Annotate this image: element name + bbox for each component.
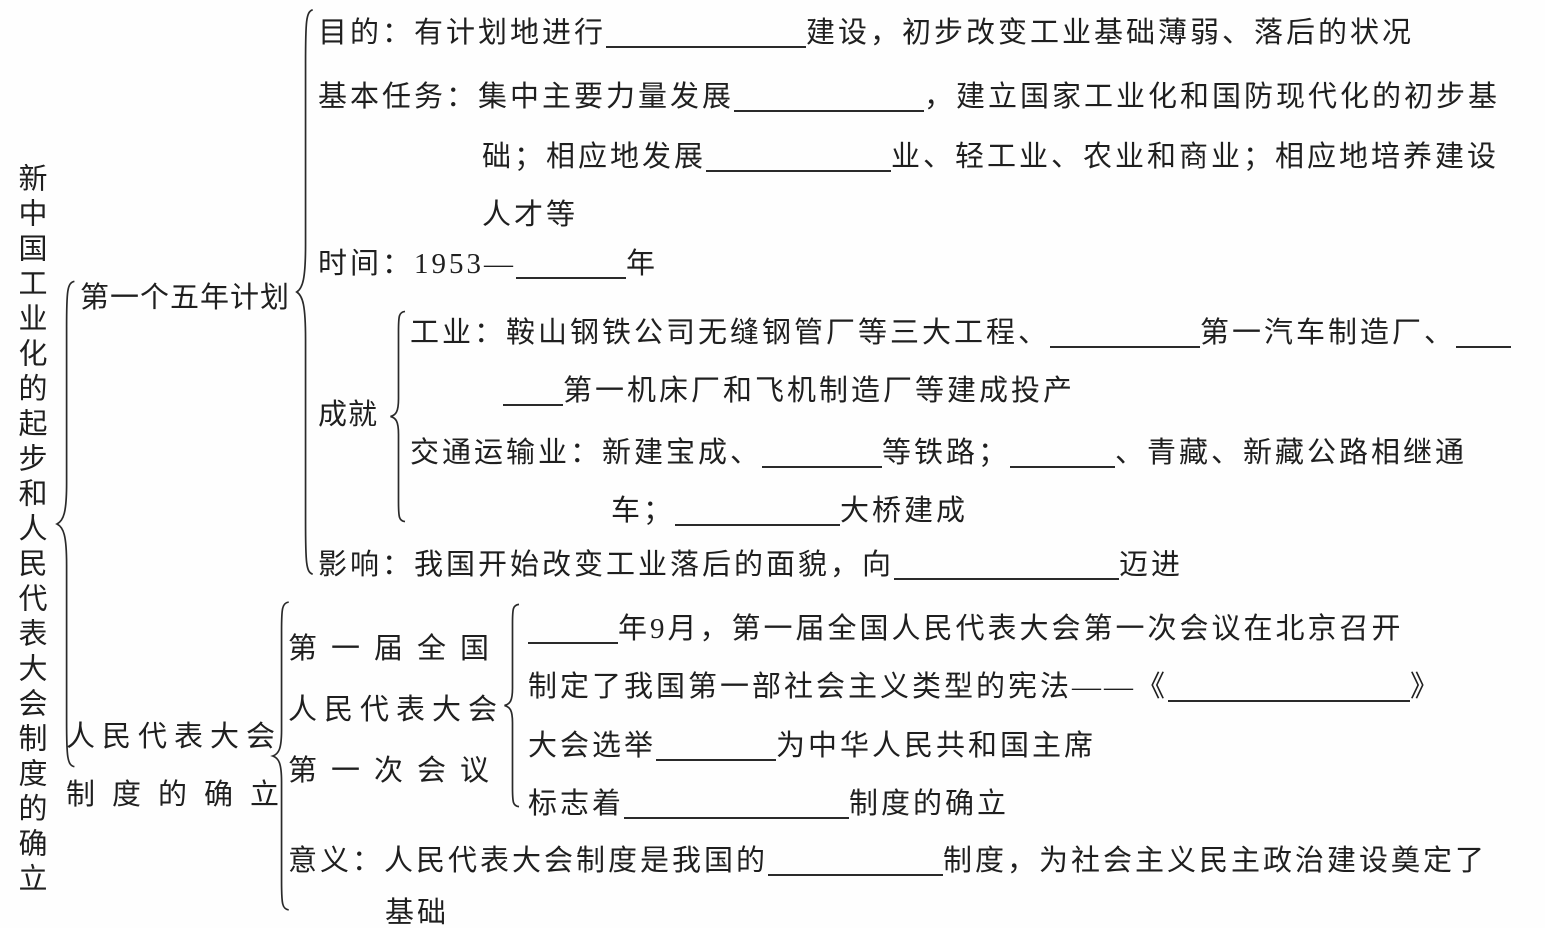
root-topic-vertical-title: 新中国工业化的起步和人民代表大会制度的确立 [14, 163, 46, 898]
session-constitution-line: 制定了我国第一部社会主义类型的宪法——《》 [528, 671, 1443, 703]
basic-task-line-1: 基本任务：集中主要力量发展，建立国家工业化和国防现代化的初步基 [318, 81, 1501, 113]
session-opening-line: 年9月，第一届全国人民代表大会第一次会议在北京召开 [528, 610, 1404, 648]
fill-in-blank [762, 437, 883, 468]
five-year-plan-brace [294, 6, 316, 578]
first-session-label-line-3: 第一次会议 [288, 755, 504, 787]
fill-in-blank [734, 81, 925, 112]
root-brace [54, 278, 78, 770]
fill-in-blank [656, 730, 777, 761]
branch-peoples-congress-label-line-2: 制度的确立 [66, 779, 297, 811]
meaning-line-1: 意义：人民代表大会制度是我国的制度，为社会主义民主政治建设奠定了 [288, 845, 1488, 877]
branch-peoples-congress-label-line-1: 人民代表大会 [66, 721, 283, 753]
fill-in-blank [503, 375, 563, 406]
peoples-congress-brace [270, 600, 292, 912]
purpose-line: 目的：有计划地进行建设，初步改变工业基础薄弱、落后的状况 [318, 17, 1415, 49]
fill-in-blank [624, 788, 850, 819]
fill-in-blank [1050, 317, 1201, 348]
time-line: 时间：1953—年 [318, 248, 659, 280]
achievement-industry-line-2: 第一机床厂和飞机制造厂等建成投产 [503, 372, 1075, 410]
basic-task-line-3: 人才等 [482, 199, 579, 231]
first-session-label-line-1: 第一届全国 [288, 633, 504, 665]
fill-in-blank [528, 613, 618, 644]
first-session-label-line-2: 人民代表大会 [288, 694, 505, 726]
fill-in-blank [1010, 437, 1116, 468]
session-marker-line: 标志着制度的确立 [528, 788, 1010, 820]
basic-task-line-2: 础；相应地发展业、轻工业、农业和商业；相应地培养建设 [482, 141, 1500, 173]
achievement-industry-line-1: 工业：鞍山钢铁公司无缝钢管厂等三大工程、第一汽车制造厂、 [410, 314, 1512, 352]
meaning-line-2: 基础 [385, 897, 450, 928]
session-election-line: 大会选举为中华人民共和国主席 [528, 730, 1097, 762]
fill-in-blank [768, 845, 944, 876]
fill-in-blank [1456, 317, 1512, 348]
achievement-transport-line-2: 车；大桥建成 [611, 495, 969, 527]
fill-in-blank [706, 141, 892, 172]
branch-five-year-plan-label: 第一个五年计划 [80, 282, 291, 314]
achievement-brace [388, 310, 408, 523]
fill-in-blank [516, 248, 627, 279]
fill-in-blank [675, 495, 841, 526]
influence-line: 影响：我国开始改变工业落后的面貌，向迈进 [318, 549, 1184, 581]
fill-in-blank [606, 17, 807, 48]
achievement-transport-line-1: 交通运输业：新建宝成、等铁路；、青藏、新藏公路相继通 [410, 437, 1468, 469]
fill-in-blank [1168, 671, 1411, 702]
achievement-label: 成就 [318, 399, 379, 431]
fill-in-blank [894, 549, 1120, 580]
first-session-brace [502, 603, 522, 808]
